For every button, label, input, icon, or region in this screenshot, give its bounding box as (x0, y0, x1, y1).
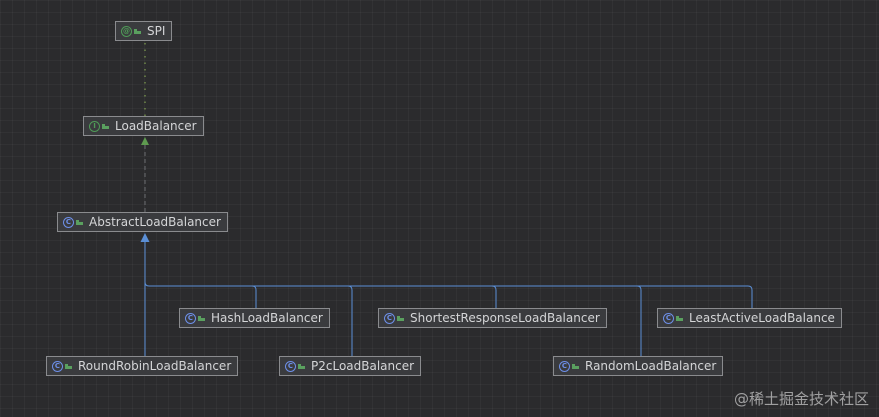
node-abstract-load-balancer[interactable]: C AbstractLoadBalancer (57, 212, 228, 232)
public-visibility-icon (397, 315, 404, 322)
edge-extends-bus (144, 281, 753, 291)
class-icon: C (663, 312, 674, 324)
node-label: ShortestResponseLoadBalancer (410, 311, 600, 325)
edge-extends-hash (251, 285, 257, 308)
edge-extends-shortest (491, 285, 497, 308)
node-spi[interactable]: @ SPI (115, 21, 173, 41)
public-visibility-icon (134, 28, 141, 35)
class-icon: C (559, 360, 570, 372)
interface-icon: I (89, 120, 100, 132)
node-label: SPI (147, 24, 166, 38)
node-least-active-load-balance[interactable]: C LeastActiveLoadBalance (657, 308, 842, 328)
class-icon: C (285, 360, 296, 372)
node-loadbalancer[interactable]: I LoadBalancer (83, 116, 204, 136)
edge-extends-random (636, 285, 642, 356)
class-icon: C (63, 216, 74, 228)
class-icon: C (185, 312, 196, 324)
class-icon: C (52, 360, 63, 372)
node-label: RandomLoadBalancer (585, 359, 717, 373)
public-visibility-icon (572, 363, 579, 370)
public-visibility-icon (76, 219, 83, 226)
node-random-load-balancer[interactable]: C RandomLoadBalancer (553, 356, 724, 376)
node-shortest-response-load-balancer[interactable]: C ShortestResponseLoadBalancer (378, 308, 607, 328)
node-p2c-load-balancer[interactable]: C P2cLoadBalancer (279, 356, 422, 376)
node-label: LeastActiveLoadBalance (689, 311, 835, 325)
node-label: HashLoadBalancer (211, 311, 323, 325)
node-label: LoadBalancer (115, 119, 197, 133)
public-visibility-icon (102, 123, 109, 130)
node-label: AbstractLoadBalancer (89, 215, 221, 229)
node-hash-load-balancer[interactable]: C HashLoadBalancer (179, 308, 330, 328)
public-visibility-icon (65, 363, 72, 370)
public-visibility-icon (676, 315, 683, 322)
node-label: P2cLoadBalancer (311, 359, 415, 373)
extends-arrowhead (140, 233, 150, 242)
public-visibility-icon (198, 315, 205, 322)
watermark: @稀土掘金技术社区 (733, 390, 869, 408)
class-icon: C (384, 312, 395, 324)
public-visibility-icon (298, 363, 305, 370)
implements-arrowhead (141, 137, 149, 145)
node-round-robin-load-balancer[interactable]: C RoundRobinLoadBalancer (46, 356, 239, 376)
annotation-icon: @ (121, 25, 132, 37)
edge-extends-p2c (347, 285, 353, 356)
node-label: RoundRobinLoadBalancer (78, 359, 232, 373)
